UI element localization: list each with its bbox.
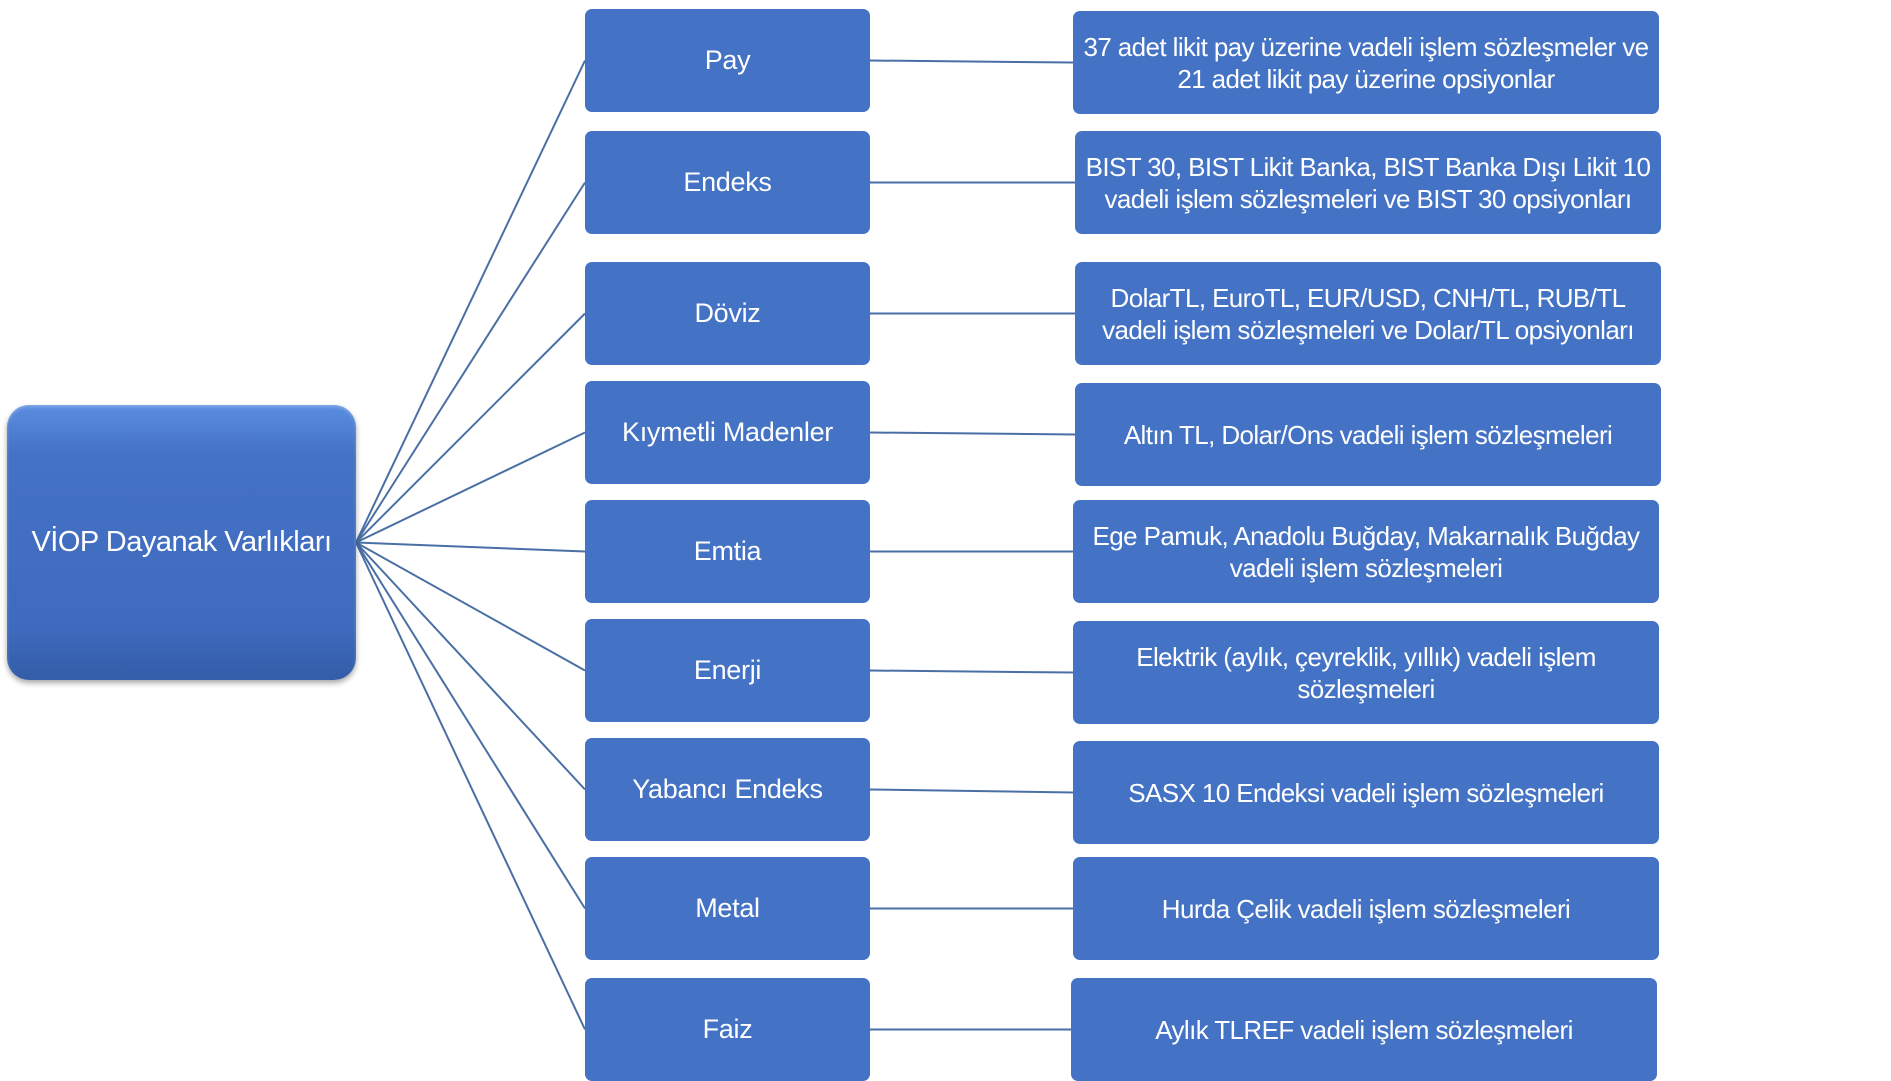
description-node-endeks: BIST 30, BIST Likit Banka, BIST Banka Dı…	[1075, 131, 1661, 234]
description-text: Aylık TLREF vadeli işlem sözleşmeleri	[1155, 1014, 1573, 1045]
description-node-doviz: DolarTL, EuroTL, EUR/USD, CNH/TL, RUB/TL…	[1075, 262, 1661, 365]
root-connector-line	[355, 542, 586, 1030]
description-text: Elektrik (aylık, çeyreklik, yıllık) vade…	[1136, 641, 1596, 704]
category-label: Kıymetli Madenler	[622, 417, 833, 447]
description-text: 37 adet likit pay üzerine vadeli işlem s…	[1083, 31, 1649, 94]
root-connector-line	[355, 541, 586, 791]
description-node-kiymetli-madenler: Altın TL, Dolar/Ons vadeli işlem sözleşm…	[1075, 383, 1661, 486]
root-connector-line	[355, 541, 586, 672]
description-connector-line	[869, 59, 1074, 64]
category-node-metal: Metal	[585, 857, 870, 960]
category-node-endeks: Endeks	[585, 131, 870, 234]
category-label: Endeks	[683, 167, 772, 197]
description-node-metal: Hurda Çelik vadeli işlem sözleşmeleri	[1073, 857, 1659, 960]
root-connector-line	[355, 312, 586, 544]
description-text: Ege Pamuk, Anadolu Buğday, Makarnalık Bu…	[1092, 520, 1641, 583]
description-text: BIST 30, BIST Likit Banka, BIST Banka Dı…	[1085, 151, 1651, 214]
description-connector-line	[869, 431, 1076, 436]
root-connector-line	[355, 541, 586, 553]
category-node-yabanci-endeks: Yabancı Endeks	[585, 738, 870, 841]
category-node-pay: Pay	[585, 9, 870, 112]
category-node-emtia: Emtia	[585, 500, 870, 603]
description-node-pay: 37 adet likit pay üzerine vadeli işlem s…	[1073, 11, 1659, 114]
category-label: Döviz	[694, 298, 761, 328]
category-node-doviz: Döviz	[585, 262, 870, 365]
category-label: Emtia	[693, 536, 762, 566]
description-text: Hurda Çelik vadeli işlem sözleşmeleri	[1161, 893, 1571, 924]
description-connector-line	[869, 788, 1074, 794]
category-label: Pay	[704, 45, 751, 75]
description-text: Altın TL, Dolar/Ons vadeli işlem sözleşm…	[1123, 419, 1613, 450]
description-node-emtia: Ege Pamuk, Anadolu Buğday, Makarnalık Bu…	[1073, 500, 1659, 603]
category-label: Yabancı Endeks	[632, 774, 823, 804]
category-label: Faiz	[702, 1014, 753, 1044]
root-label: VİOP Dayanak Varlıkları	[31, 526, 332, 558]
category-node-kiymetli-madenler: Kıymetli Madenler	[585, 381, 870, 484]
root-connector-line	[355, 60, 586, 543]
root-connector-line	[355, 431, 586, 544]
root-connector-line	[355, 181, 586, 544]
category-node-faiz: Faiz	[585, 978, 870, 1081]
description-node-enerji: Elektrik (aylık, çeyreklik, yıllık) vade…	[1073, 621, 1659, 724]
category-label: Metal	[695, 893, 760, 923]
root-connector-line	[355, 541, 586, 910]
category-node-enerji: Enerji	[585, 619, 870, 722]
description-connector-line	[869, 669, 1074, 674]
description-text: SASX 10 Endeksi vadeli işlem sözleşmeler…	[1128, 777, 1604, 808]
description-text: DolarTL, EuroTL, EUR/USD, CNH/TL, RUB/TL…	[1102, 282, 1634, 345]
root-node: VİOP Dayanak Varlıkları	[7, 405, 356, 680]
category-label: Enerji	[693, 655, 762, 685]
description-node-faiz: Aylık TLREF vadeli işlem sözleşmeleri	[1071, 978, 1657, 1081]
description-node-yabanci-endeks: SASX 10 Endeksi vadeli işlem sözleşmeler…	[1073, 741, 1659, 844]
